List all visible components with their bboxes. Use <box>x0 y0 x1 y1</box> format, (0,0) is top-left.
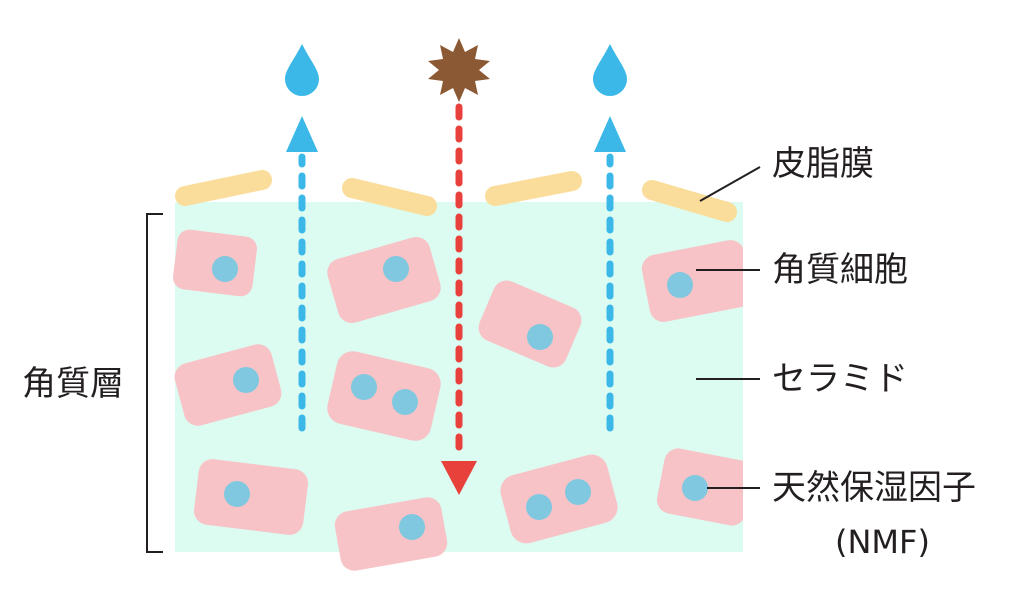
water-drop-icon <box>285 44 319 96</box>
corneocyte <box>500 454 618 544</box>
nmf-particle <box>682 475 708 501</box>
nmf-particle <box>565 479 591 505</box>
corneocyte <box>327 351 441 441</box>
nmf-particle <box>527 324 553 350</box>
stratum-bracket <box>146 213 163 553</box>
nmf-particle <box>526 494 552 520</box>
nmf-particle <box>224 481 250 507</box>
water-arrow-head <box>286 116 318 152</box>
sebum-leader-line <box>699 166 761 202</box>
corneocytes <box>173 229 754 571</box>
nmf-particle <box>351 374 377 400</box>
sebum-film-label: 皮脂膜 <box>772 144 874 184</box>
nmf-abbr-label: (NMF) <box>835 523 930 561</box>
irritant-icon <box>428 38 490 102</box>
corneocyte <box>478 280 582 368</box>
sebum-bar <box>485 171 582 206</box>
water-arrow-head <box>594 116 626 152</box>
corneocyte-label: 角質細胞 <box>772 250 908 290</box>
sebum-bar <box>642 180 737 222</box>
sebum-film <box>175 170 737 222</box>
corneocyte <box>327 236 441 324</box>
corneocyte <box>174 344 282 426</box>
nmf-particle <box>212 256 238 282</box>
nmf-particle <box>667 272 693 298</box>
irritant-arrow-head <box>441 461 477 495</box>
corneocyte <box>656 448 754 526</box>
corneocyte <box>173 229 257 297</box>
water-paths <box>286 116 626 432</box>
corneocyte <box>334 497 448 571</box>
nmf-particle <box>383 256 409 282</box>
nmf-particle <box>233 367 259 393</box>
corneocyte <box>641 240 753 322</box>
corneocyte <box>193 459 309 535</box>
ceramide-label: セラミド <box>772 359 908 399</box>
water-drop-icon <box>593 44 627 96</box>
nmf-label: 天然保湿因子 <box>772 468 976 508</box>
nmf-particle <box>399 514 425 540</box>
sebum-bar <box>342 178 437 216</box>
stratum-corneum-label: 角質層 <box>22 364 124 404</box>
sebum-bar <box>175 170 272 206</box>
nmf-particle <box>392 389 418 415</box>
